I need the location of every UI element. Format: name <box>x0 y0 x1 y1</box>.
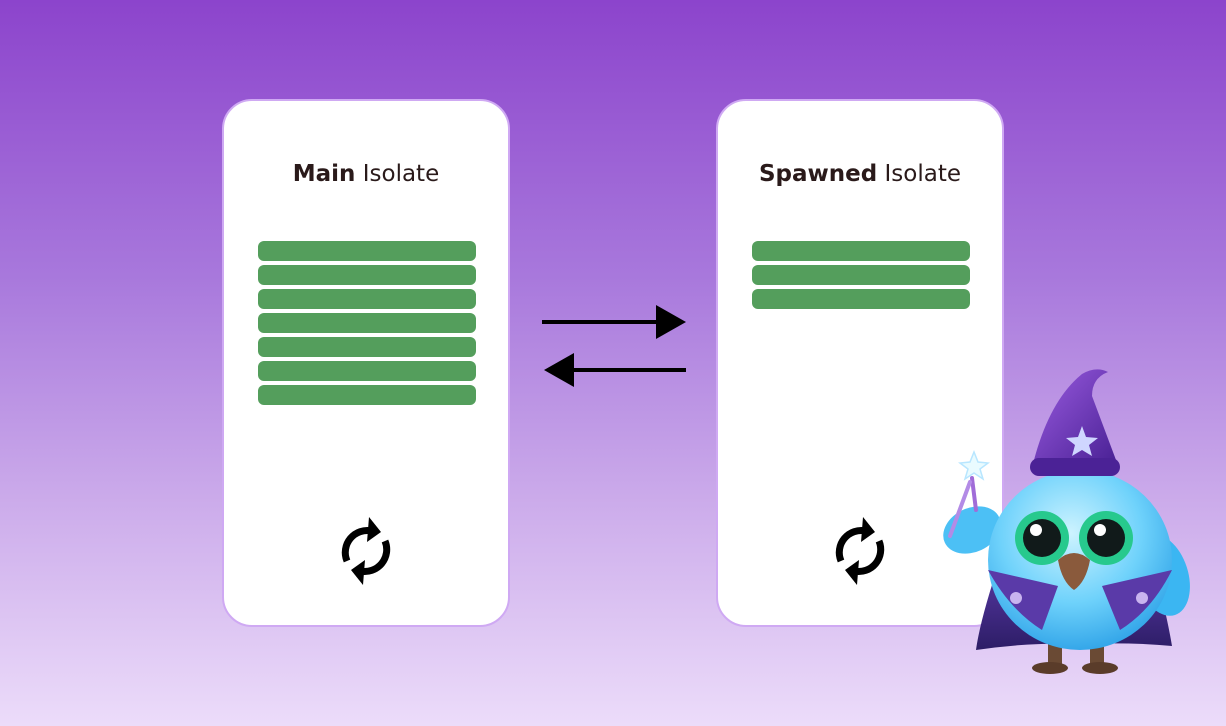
owl-eyes <box>1015 511 1133 565</box>
main-isolate-task-bars <box>258 241 476 409</box>
spawned-isolate-title-rest: Isolate <box>884 161 962 187</box>
task-bar <box>258 289 476 309</box>
main-isolate-title: Main Isolate <box>224 161 508 187</box>
task-bar <box>258 361 476 381</box>
task-bar <box>258 241 476 261</box>
message-arrows <box>542 305 686 387</box>
owl-vest-left <box>988 570 1058 630</box>
arrow-right-icon <box>542 305 686 339</box>
arrow-left-icon <box>544 353 686 387</box>
sync-icon <box>835 517 885 585</box>
task-bar <box>258 385 476 405</box>
spawned-isolate-task-bars <box>752 241 970 313</box>
spawned-isolate-title: Spawned Isolate <box>718 161 1002 187</box>
wizard-hat <box>1030 369 1120 476</box>
main-isolate-title-rest: Isolate <box>362 161 440 187</box>
owl-beak <box>1058 553 1090 590</box>
magic-wand-icon <box>948 449 990 538</box>
task-bar <box>752 289 970 309</box>
task-bar <box>752 241 970 261</box>
main-isolate-card: Main Isolate <box>222 99 510 627</box>
task-bar <box>258 265 476 285</box>
task-bar <box>258 313 476 333</box>
task-bar <box>258 337 476 357</box>
spawned-isolate-card: Spawned Isolate <box>716 99 1004 627</box>
task-bar <box>752 265 970 285</box>
spawned-isolate-title-bold: Spawned <box>758 161 878 187</box>
sync-icon <box>341 517 391 585</box>
main-isolate-title-bold: Main <box>292 161 356 187</box>
wizard-owl-mascot <box>943 369 1190 674</box>
